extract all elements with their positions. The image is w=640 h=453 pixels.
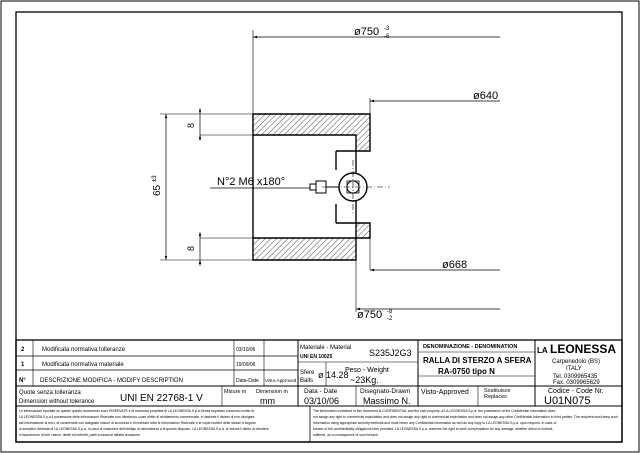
balls-value: ø 14.28 bbox=[318, 370, 349, 380]
rev-header-date: Data-Date bbox=[236, 378, 259, 384]
weight-value: ~23Kg. bbox=[350, 375, 379, 385]
dimension-label: Dimension in bbox=[256, 389, 288, 395]
upper-ring-section bbox=[252, 113, 371, 152]
company-logo-prefix: LA bbox=[537, 346, 548, 355]
denomination-label: DENOMINAZIONE - DENOMINATION bbox=[423, 344, 517, 350]
material-label: Materiale - Material bbox=[300, 345, 351, 351]
tolerance-norm: UNI EN 22768-1 V bbox=[120, 393, 203, 404]
drawn-value: Massimo N. bbox=[363, 396, 411, 406]
rev-2-desc: Modificata normativa tolleranze bbox=[42, 347, 126, 353]
legal-it-3: tali informazione ai terzi, di conservar… bbox=[19, 421, 256, 425]
balls-label1: Sfere bbox=[300, 370, 315, 376]
date-label: Data - Date bbox=[304, 388, 338, 395]
rev-1-desc: Modificata normativa materiale bbox=[42, 362, 124, 368]
measure-label: Misure in bbox=[224, 389, 246, 395]
material-value: S235J2G3 bbox=[369, 348, 412, 358]
legal-it-4: di semplice richiesta di LA LEONESSA S.p… bbox=[19, 427, 269, 431]
tolerance-label-en: Dimension without tolerance bbox=[19, 399, 95, 405]
code-value: U01N075 bbox=[544, 395, 590, 407]
legal-it-5: il risarcimento di tutti i danni, dirett… bbox=[19, 433, 141, 437]
dim-d750-top-tol-upper: -3 bbox=[384, 26, 390, 32]
dim-flange-top: 8 bbox=[186, 123, 196, 128]
dim-d750-bottom: ø750 bbox=[357, 309, 382, 321]
dim-d640: ø640 bbox=[473, 90, 498, 102]
replace-label1: Sostituisce bbox=[484, 388, 511, 394]
denomination-line2: RA-0750 tipo N bbox=[438, 367, 495, 376]
legal-it-2: LA LEONESSA S.p.a.il possessore delle in… bbox=[19, 415, 255, 419]
legal-en-5: suffered, as a consequence of such breac… bbox=[313, 433, 379, 437]
dim-height-tol: ±3 bbox=[152, 175, 158, 182]
note-holes: N°2 M6 x180° bbox=[217, 176, 285, 188]
denomination-line1: RALLA DI STERZO A SFERA bbox=[423, 356, 532, 365]
legal-it-1: Le informazioni riportate su questo ques… bbox=[19, 409, 254, 413]
rev-1-date: 19/09/06 bbox=[236, 362, 256, 368]
company-country: ITALY bbox=[566, 366, 582, 372]
dim-d750-top: ø750 bbox=[354, 26, 379, 38]
replace-label2: Replaces bbox=[484, 394, 507, 400]
company-city: Carpenedolo (BS) bbox=[552, 359, 600, 365]
legal-en: The information contained in this docume… bbox=[313, 409, 618, 437]
dim-height: 65 bbox=[152, 184, 163, 196]
rev-header-num: N° bbox=[19, 378, 26, 384]
tolerance-label-it: Quote senza tolleranza bbox=[19, 390, 81, 396]
title-block-grid bbox=[15, 339, 623, 443]
dim-d750-top-tol-lower: -6 bbox=[384, 34, 390, 40]
company-tel: Tel. 0309965435 bbox=[553, 374, 598, 380]
rev-header-visto: Visto-Approved bbox=[265, 378, 297, 383]
dim-d750-bottom-tol-upper: -8 bbox=[387, 309, 393, 315]
rev-header-desc: DESCRIZIONE MODIFICA - MODIFY DESCRIPTIO… bbox=[40, 378, 183, 384]
rev-2-num: 2 bbox=[21, 347, 25, 353]
dim-d750-bottom-tol-lower: -2 bbox=[387, 316, 393, 322]
legal-en-2: not assign any right to commercial explo… bbox=[313, 415, 618, 419]
drawn-label: Disegnato-Drawn bbox=[360, 388, 411, 395]
legal-en-1: The information contained in this docume… bbox=[313, 409, 556, 413]
dim-d668: ø668 bbox=[442, 259, 467, 271]
date-value: 03/10/06 bbox=[304, 396, 339, 406]
dim-flange-bottom: 8 bbox=[186, 246, 196, 251]
lower-ring-section bbox=[252, 222, 371, 261]
weight-label: Peso - Weight bbox=[345, 367, 389, 374]
company-fax: Fax. 0309965629 bbox=[553, 380, 600, 386]
balls-label2: Balls bbox=[300, 378, 313, 384]
code-label: Codice - Code Nr. bbox=[548, 388, 604, 395]
rev-1-num: 1 bbox=[21, 362, 25, 368]
legal-en-4: breach of the confidentiality obligation… bbox=[313, 427, 553, 431]
material-norm: UNI EN 10025 bbox=[300, 354, 332, 360]
company-logo-name: LEONESSA bbox=[550, 342, 616, 356]
visto-label: Visto-Approved bbox=[421, 389, 469, 396]
legal-en-3: information using appropriate security m… bbox=[313, 421, 556, 425]
rev-2-date: 03/10/06 bbox=[236, 347, 256, 353]
legal-it: Le informazioni riportate su questo ques… bbox=[19, 409, 269, 437]
unit: mm bbox=[260, 396, 275, 406]
